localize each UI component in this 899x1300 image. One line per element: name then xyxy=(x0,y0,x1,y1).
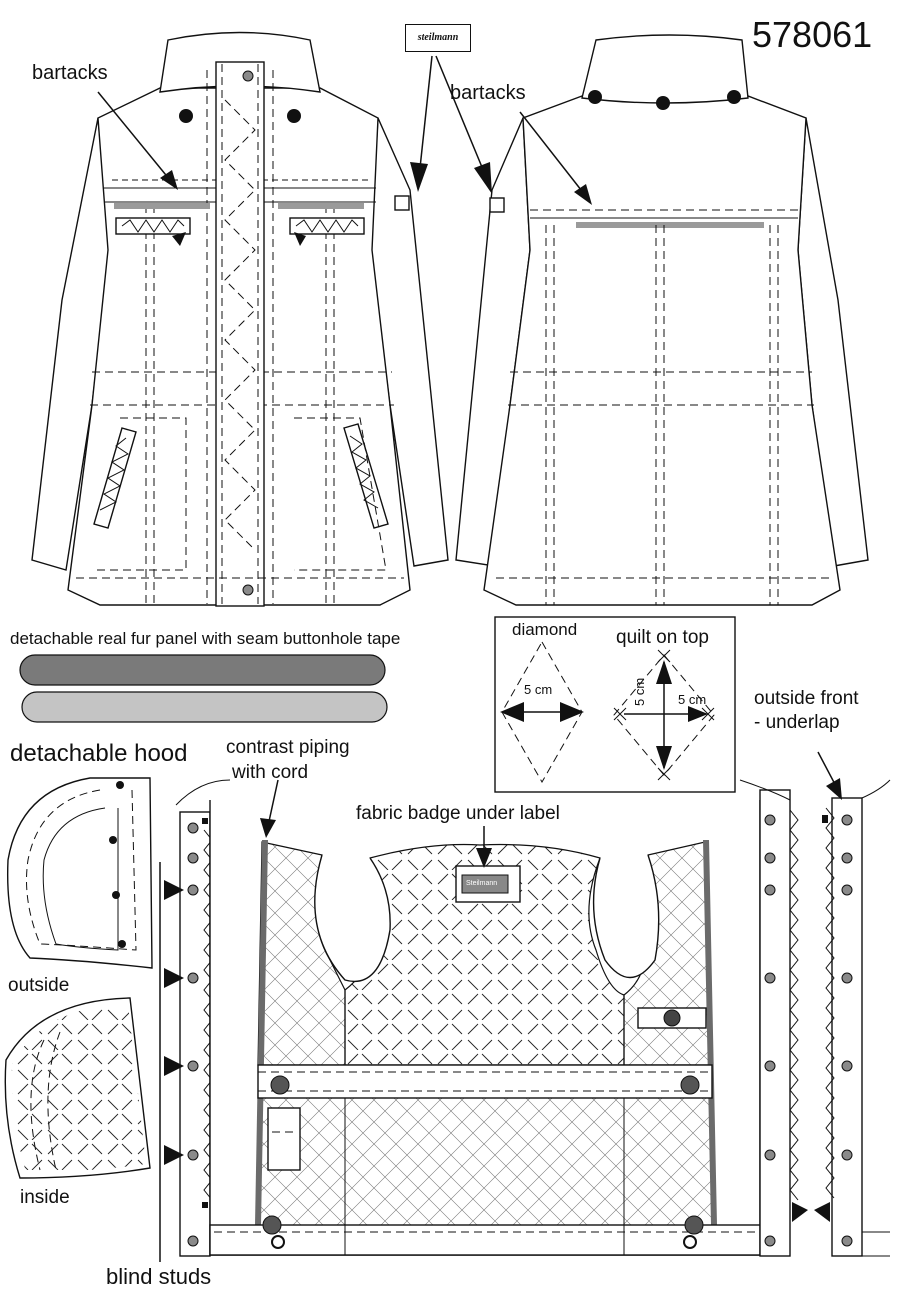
front-placket xyxy=(215,61,265,607)
hood-outside-label: outside xyxy=(8,975,70,996)
quilt-detail-box xyxy=(494,616,736,793)
underlap-label: - underlap xyxy=(754,712,840,733)
diamond-label: diamond xyxy=(512,620,578,639)
bartacks-back-label: bartacks xyxy=(450,82,526,104)
front-jacket xyxy=(31,31,449,607)
diamond-width-label: 5 cm xyxy=(524,682,553,697)
detachable-hood-label: detachable hood xyxy=(10,740,188,767)
hood-inside-label: inside xyxy=(20,1187,70,1208)
quilt-on-top-label: quilt on top xyxy=(616,627,709,648)
inside-view xyxy=(175,779,808,1257)
back-collar xyxy=(581,34,749,104)
quilt-width-label: 5 cm xyxy=(678,692,707,707)
underlap-strip xyxy=(814,779,891,1257)
fur-panel-label: detachable real fur panel with seam butt… xyxy=(10,629,401,648)
hood-inside xyxy=(4,997,151,1179)
outside-front-label: outside front xyxy=(754,688,859,709)
fur-panel-light xyxy=(21,691,388,723)
quilt-height-label: 5 cm xyxy=(632,677,647,706)
style-number: 578061 xyxy=(752,14,873,55)
contrast-piping-cord-label: with cord xyxy=(232,762,309,783)
contrast-piping-label: contrast piping xyxy=(226,737,350,758)
fur-panel-dark xyxy=(19,654,386,686)
back-jacket xyxy=(455,34,869,606)
fabric-badge-label: fabric badge under label xyxy=(356,803,560,824)
hood-outside xyxy=(6,777,153,969)
bartacks-front-label: bartacks xyxy=(32,62,108,84)
fabric-badge-text: Steilmann xyxy=(466,880,498,887)
brand-label: steilmann xyxy=(405,24,471,52)
back-body xyxy=(483,95,841,606)
blind-studs-label: blind studs xyxy=(106,1264,212,1289)
